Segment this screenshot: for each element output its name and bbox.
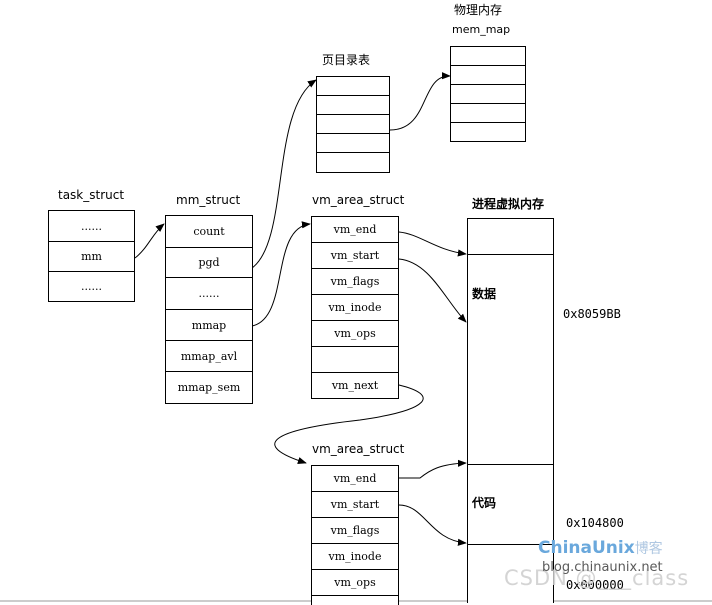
page-directory-row (317, 115, 389, 134)
mm-struct-field-mmap-sem: mmap_sem (177, 381, 241, 394)
vmem-code-bottom-divider (468, 544, 553, 545)
task-struct-field: ...... (49, 211, 134, 242)
vma2-field-vm-end: vm_end (312, 466, 398, 492)
vmem-data-top-divider (468, 254, 553, 255)
vma1-field-empty (312, 347, 398, 373)
vma2-field-vm-start: vm_start (312, 492, 398, 518)
vma1-field-vm-start: vm_start (312, 243, 398, 269)
mm-struct-field-mmap-avl: mmap_avl (166, 341, 252, 372)
address-mid: 0x104800 (566, 516, 624, 530)
task-struct-label: task_struct (58, 188, 125, 202)
physical-memory-label: 物理内存 (454, 3, 503, 17)
vma1-label: vm_area_struct (312, 193, 405, 207)
vma2-table: vm_end vm_start vm_flags vm_inode vm_ops (311, 465, 399, 605)
mm-struct-field-mmap: mmap (166, 310, 252, 341)
vma1-field-vm-end: vm_end (312, 217, 398, 243)
arrow-pgd-to-page-directory (251, 79, 317, 269)
mm-struct-field-ellipsis: ...... (166, 278, 252, 310)
vma1-field-vm-flags: vm_flags (312, 269, 398, 295)
page-directory-row (317, 77, 389, 96)
mem-map-row (451, 85, 525, 104)
page-directory-row (317, 134, 389, 153)
process-virtual-memory-label: 进程虚拟内存 (472, 197, 545, 211)
vma2-field-vm-flags: vm_flags (312, 518, 398, 544)
chinaunix-logo: ChinaUnix博客 (538, 538, 663, 558)
arrow-vm-next-to-vma2 (274, 384, 424, 464)
mm-struct-table: count pgd ...... mmap mmap_avl mmap_sem (165, 215, 253, 404)
chinaunix-url: blog.chinaunix.net (542, 560, 663, 575)
mem-map-row (451, 123, 525, 141)
arrow-page-directory-to-mem-map (389, 72, 451, 131)
vma1-field-vm-ops: vm_ops (312, 321, 398, 347)
vma2-field-vm-ops: vm_ops (312, 570, 398, 596)
mem-map-table (450, 46, 526, 142)
chinaunix-brand: ChinaUnix (538, 538, 635, 558)
task-struct-table: ...... mm ...... (48, 210, 135, 302)
address-bottom: 0x000000 (566, 578, 624, 592)
vmem-code-label: 代码 (472, 496, 497, 510)
arrow-vma2-end-to-vmem (399, 459, 467, 479)
mem-map-row (451, 66, 525, 85)
task-struct-field-mm: mm (49, 242, 134, 272)
vma1-field-vm-next: vm_next (331, 379, 379, 392)
arrow-vma1-start-to-vmem (398, 258, 467, 323)
mm-struct-label: mm_struct (176, 193, 241, 207)
page-directory-row (317, 153, 389, 172)
page-directory-label: 页目录表 (322, 53, 371, 67)
process-virtual-memory-block (467, 218, 554, 603)
arrow-mmap-to-vma1 (251, 221, 311, 327)
address-top: 0x8059BB (563, 307, 621, 321)
mm-struct-field-pgd: pgd (166, 248, 252, 278)
mem-map-row (451, 104, 525, 123)
vma1-field-vm-inode: vm_inode (312, 295, 398, 321)
arrow-vma2-start-to-vmem (398, 504, 467, 546)
vma2-field-vm-inode: vm_inode (312, 544, 398, 570)
mm-struct-field-count: count (166, 216, 252, 248)
page-directory-row (317, 96, 389, 115)
page-directory-table (316, 76, 390, 173)
mem-map-row (451, 47, 525, 66)
vma1-table: vm_end vm_start vm_flags vm_inode vm_ops… (311, 216, 399, 399)
vmem-code-top-divider (468, 464, 553, 465)
csdn-watermark: CSDN @___class (504, 566, 690, 590)
chinaunix-brand-cn: 博客 (634, 541, 663, 557)
task-struct-field: ...... (81, 280, 102, 293)
vmem-data-label: 数据 (472, 287, 497, 301)
arrow-vma1-end-to-vmem (398, 231, 467, 257)
mem-map-label: mem_map (452, 23, 511, 36)
arrow-mm-to-mm-struct (134, 223, 165, 259)
vma2-label: vm_area_struct (312, 442, 405, 456)
